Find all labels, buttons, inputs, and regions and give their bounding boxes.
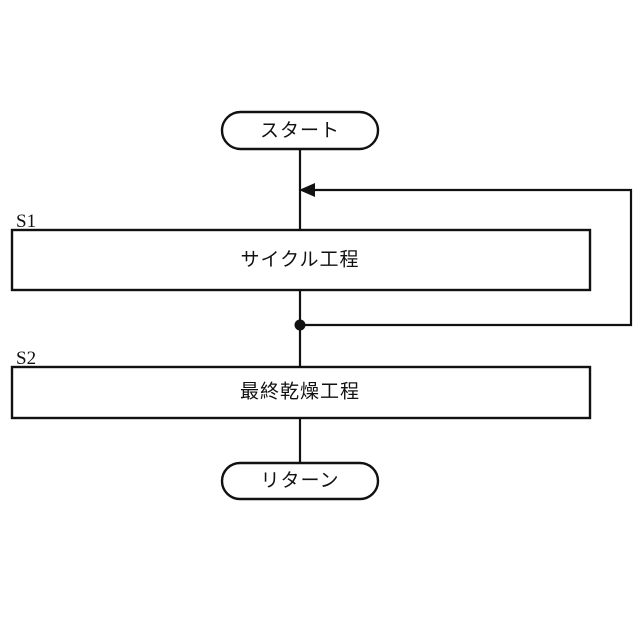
node-start-label: スタート — [260, 120, 340, 142]
connector-feedback-loop — [300, 188, 633, 327]
node-start-shape[interactable] — [220, 110, 380, 151]
node-return-shape[interactable] — [220, 461, 380, 501]
step-label-s1: S1 — [16, 211, 36, 232]
step-label-s2: S2 — [16, 348, 36, 369]
node-return-label: リターン — [260, 470, 339, 492]
node-final-drying-process-label: 最終乾燥工程 — [240, 381, 360, 403]
node-cycle-process-label: サイクル工程 — [240, 249, 359, 271]
feedback-loop-arrowhead — [299, 183, 315, 197]
node-final-drying-process-shape[interactable] — [10, 365, 592, 420]
node-cycle-process-shape[interactable] — [10, 228, 592, 292]
loop-junction-dot — [294, 319, 306, 331]
